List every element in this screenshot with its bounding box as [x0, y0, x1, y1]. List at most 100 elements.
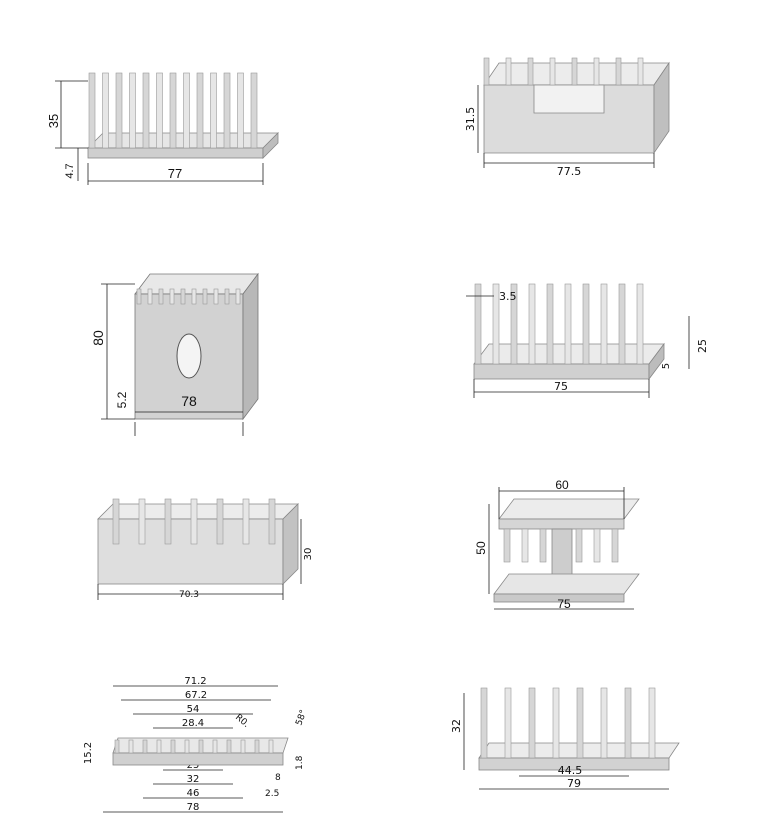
height-label: 80: [90, 330, 106, 346]
height-label: 25: [696, 339, 709, 353]
fin: [237, 72, 244, 149]
fin: [564, 283, 572, 365]
fin: [147, 288, 153, 305]
fin: [521, 528, 529, 563]
fin-group: [480, 687, 656, 759]
fin: [504, 687, 512, 759]
fin: [170, 739, 176, 754]
inner-width-label: 44.5: [558, 764, 583, 777]
fin: [593, 528, 601, 563]
fin: [527, 57, 534, 86]
fin: [169, 288, 175, 305]
fin: [624, 687, 632, 759]
fin: [235, 288, 241, 305]
angle-label: 58°: [294, 709, 309, 727]
fin: [615, 57, 622, 86]
height-label: 31.5: [464, 107, 477, 132]
panel-heatsink-77-5: 31.5 77.5: [384, 3, 766, 226]
width-label: 78: [181, 393, 197, 409]
fin: [575, 528, 583, 563]
fin: [169, 72, 177, 149]
fin: [190, 498, 198, 545]
heatsink-77-5-drawing: 31.5 77.5: [464, 57, 670, 178]
height-label: 50: [474, 541, 488, 555]
radius-label: R0.: [233, 713, 251, 730]
fin: [549, 57, 556, 86]
dimension-label: 46: [187, 788, 200, 799]
fin: [184, 739, 190, 754]
fin: [202, 288, 208, 305]
height-label: 30: [303, 548, 314, 561]
fin: [242, 498, 250, 545]
fin: [268, 498, 276, 545]
fin: [250, 72, 258, 149]
fin: [226, 739, 232, 754]
fin: [648, 687, 656, 759]
fin: [510, 283, 518, 365]
width-label: 75: [557, 597, 571, 611]
fin: [474, 283, 482, 365]
fin: [552, 687, 560, 759]
top-width-label: 60: [555, 478, 569, 492]
heatsink-78-drawing: 80 5.2 78: [90, 272, 259, 436]
fin: [268, 739, 274, 754]
fin: [600, 687, 608, 759]
fin: [142, 72, 150, 149]
base-label: 5: [661, 363, 672, 369]
fin: [582, 283, 590, 365]
fin: [546, 283, 554, 365]
fin: [618, 283, 626, 365]
fin: [224, 288, 230, 305]
fin: [593, 57, 600, 86]
fin-group: [474, 283, 644, 365]
dimension-label: 28.4: [182, 718, 204, 729]
dimension-label: 71.2: [184, 676, 206, 687]
fin: [528, 687, 536, 759]
base-label: 4.7: [64, 163, 76, 178]
fin: [210, 72, 217, 149]
fin: [196, 72, 204, 149]
panel-heatsink-75-i-beam: 60 50 75: [384, 444, 766, 639]
heatsink-75-i-beam-drawing: 60 50 75: [474, 478, 640, 611]
fin: [571, 57, 578, 86]
fin: [539, 528, 547, 563]
height-label: 32: [450, 719, 463, 733]
fin: [576, 687, 584, 759]
pitch-label: 3.5: [499, 290, 517, 303]
dimension-label: 67.2: [185, 690, 207, 701]
fin: [492, 283, 500, 365]
heatsink-79-drawing: 32 44.5 79: [450, 687, 680, 790]
fin: [213, 288, 219, 305]
fin: [102, 72, 109, 149]
fin: [136, 288, 142, 305]
fin: [158, 288, 164, 305]
fin: [637, 57, 644, 86]
heatsink-75-drawing: 3.5 25 5 75: [466, 283, 709, 398]
fin-group: [483, 57, 644, 86]
height-label: 35: [46, 114, 61, 128]
base-label: 5.2: [115, 391, 129, 408]
fin: [223, 72, 231, 149]
fin: [183, 72, 190, 149]
t3-label: 1.8: [295, 755, 305, 770]
fin: [198, 739, 204, 754]
fin: [240, 739, 246, 754]
dimension-label: 25: [187, 760, 200, 771]
height-label: 15.2: [83, 742, 94, 764]
fin: [254, 739, 260, 754]
panel-heatsink-77: 35 4.7 77: [3, 3, 375, 226]
fin: [528, 283, 536, 365]
fin-group: [88, 72, 258, 149]
fin-group: [114, 739, 274, 754]
fin: [164, 498, 172, 545]
fin: [212, 739, 218, 754]
fin: [611, 528, 619, 563]
fin: [216, 498, 224, 545]
fin: [129, 72, 136, 149]
fin: [600, 283, 608, 365]
fin: [114, 739, 120, 754]
width-label: 75: [554, 380, 568, 393]
